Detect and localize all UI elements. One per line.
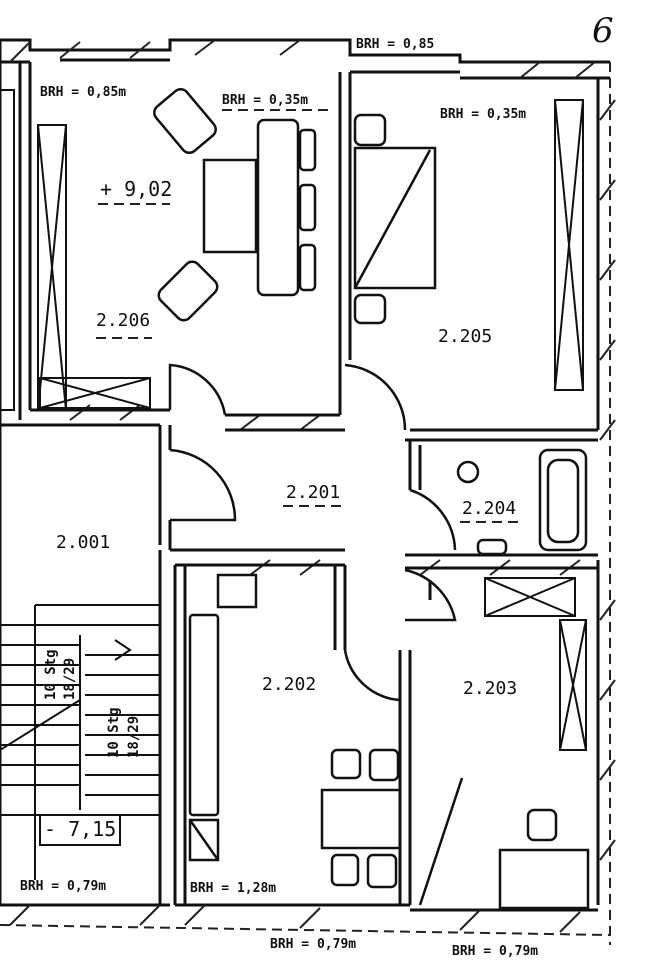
furniture-2205: [353, 113, 437, 325]
furniture-2202: [188, 573, 402, 889]
stair-right-size: 18/29: [126, 716, 142, 758]
brh-bottom-right: BRH = 0,79m: [452, 944, 538, 959]
level-lower: - 7,15: [44, 817, 116, 841]
room-label-2204: 2.204: [462, 498, 516, 519]
furniture-2203: [418, 777, 590, 910]
label-underlines: [96, 109, 518, 523]
room-label-2205: 2.205: [438, 326, 492, 347]
stairs: [0, 604, 161, 880]
brh-room-2205: BRH = 0,35m: [440, 107, 526, 122]
stair-left-size: 18/29: [62, 658, 78, 700]
brh-room-2206-left: BRH = 0,85m: [40, 85, 126, 100]
page-mark: 6: [592, 11, 614, 51]
brh-top-center: BRH = 0,85: [356, 37, 434, 52]
windows: [0, 89, 587, 751]
doors: [168, 363, 457, 702]
brh-bottom-2202: BRH = 1,28m: [190, 881, 276, 896]
room-label-2201: 2.201: [286, 482, 340, 503]
outer-walls: [0, 38, 611, 945]
room-label-2202: 2.202: [262, 674, 316, 695]
furniture-2206: [153, 87, 317, 322]
room-label-2001: 2.001: [56, 532, 110, 553]
brh-room-2206-right: BRH = 0,35m: [222, 93, 308, 108]
brh-bottom-center: BRH = 0,79m: [270, 937, 356, 952]
level-upper: + 9,02: [100, 177, 172, 201]
interior-walls: [0, 62, 598, 905]
stair-left-steps: 10 Stg: [43, 649, 59, 700]
stair-right-steps: 10 Stg: [106, 707, 122, 758]
furniture-2204: [456, 448, 588, 556]
room-label-2206: 2.206: [96, 310, 150, 331]
brh-bottom-left: BRH = 0,79m: [20, 879, 106, 894]
room-label-2203: 2.203: [463, 678, 517, 699]
